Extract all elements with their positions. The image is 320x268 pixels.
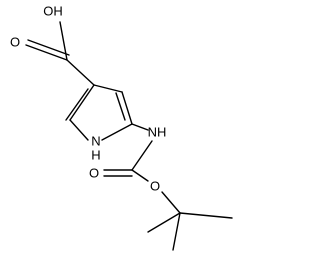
bond-acid-c-o-double-1	[25, 44, 68, 61]
chemical-structure-diagram: OH O N H NH O O	[10, 4, 233, 251]
atom-label-hydroxyl: OH	[43, 4, 63, 19]
atom-label-carbamate-carbonyl-oxygen: O	[89, 166, 99, 181]
bond-ester-o-tbu-c	[161, 191, 181, 214]
atom-label-ring-nitrogen: N	[91, 134, 100, 149]
bond-acid-c-ring	[66, 59, 95, 86]
bond-ring-n1-c5	[101, 123, 133, 141]
bond-c5-nh	[131, 123, 149, 131]
bond-carbamate-c-o-ester	[131, 169, 149, 182]
bond-tbu-methyl-right	[179, 212, 233, 219]
bond-ring-c5-c4-double	[115, 92, 126, 121]
bond-ring-c3-c2	[69, 84, 95, 121]
bond-nh-carbonyl-c	[131, 140, 153, 171]
atom-label-amide-nh: NH	[148, 125, 167, 140]
atom-label-ester-oxygen: O	[150, 179, 160, 194]
bond-ring-c3-c2-double	[65, 88, 89, 121]
bond-tbu-methyl-left	[147, 212, 181, 233]
bond-tbu-methyl-down	[172, 212, 181, 251]
atom-label-acid-carbonyl-oxygen: O	[10, 35, 20, 50]
bond-ring-c2-n1	[69, 119, 89, 141]
bond-ring-c4-c3	[93, 84, 123, 93]
bond-ring-c5-c4	[121, 91, 133, 125]
atom-label-ring-nitrogen-hydrogen: H	[91, 148, 100, 163]
bond-acid-c-o-double-2	[27, 39, 70, 56]
